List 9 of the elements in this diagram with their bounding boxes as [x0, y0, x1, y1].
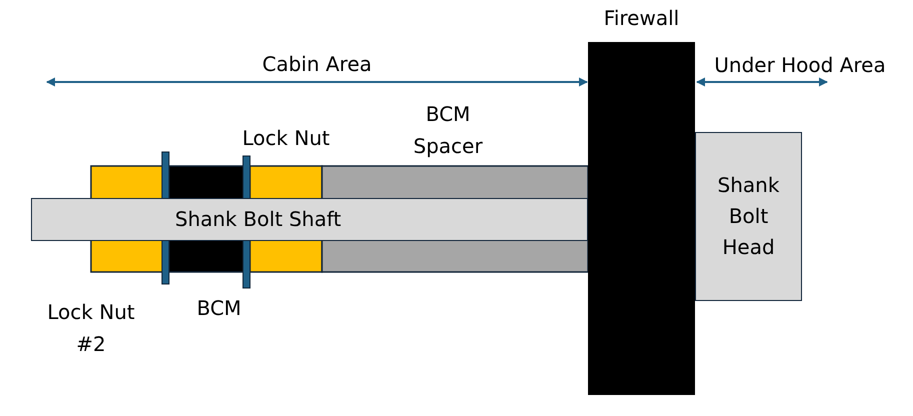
part-label: BCM [196, 295, 242, 322]
bolt-head: Shank Bolt Head [695, 132, 802, 301]
area-label: Under Hood Area [713, 52, 887, 79]
part-label: BCM Spacer [412, 101, 484, 160]
part-label: Lock Nut [241, 125, 331, 152]
part-label: Lock Nut #2 [46, 299, 136, 358]
bolt-shaft: Shank Bolt Shaft [31, 198, 588, 241]
area-label: Cabin Area [261, 51, 373, 78]
firewall-label: Firewall [602, 5, 680, 32]
